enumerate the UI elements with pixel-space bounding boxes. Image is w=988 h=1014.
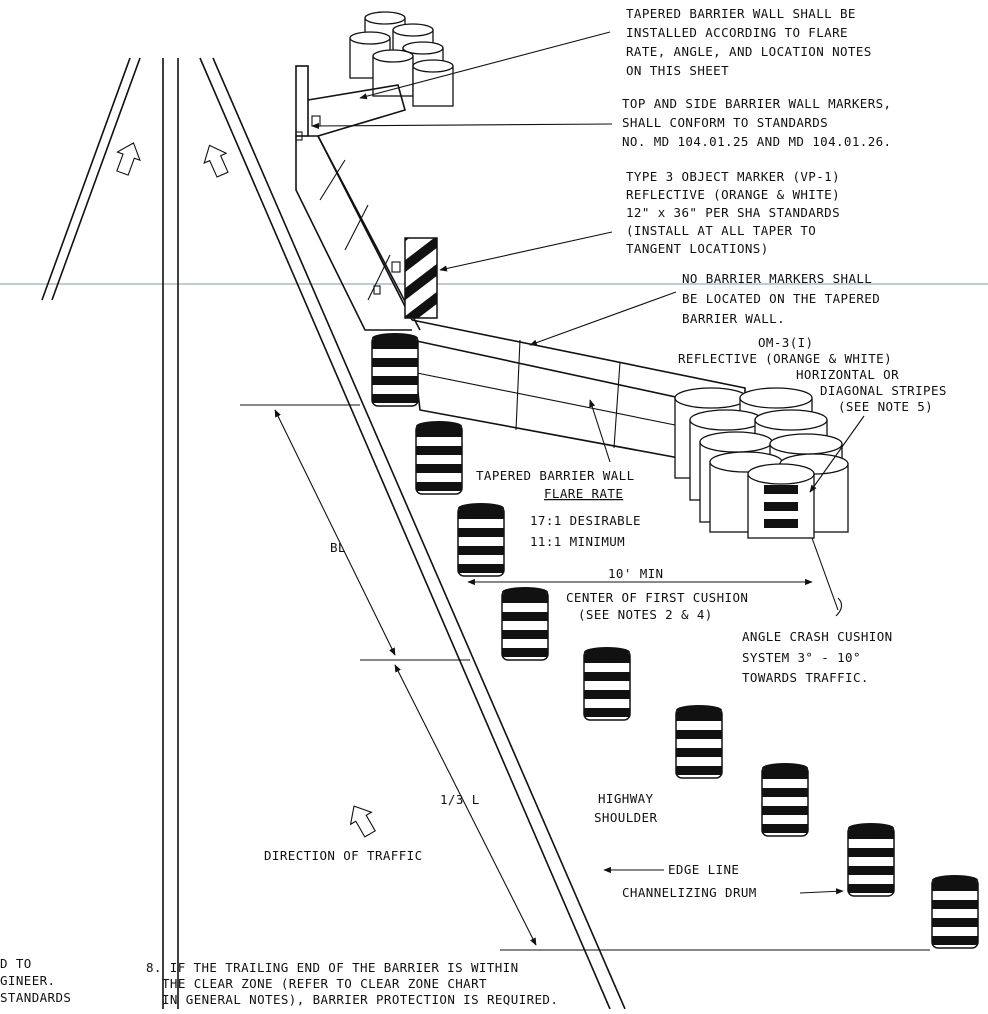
label-note-8: 8. IF THE TRAILING END OF THE BARRIER IS… [146,960,558,1007]
svg-text:SHOULDER: SHOULDER [594,810,657,825]
svg-text:REFLECTIVE (ORANGE & WHITE): REFLECTIVE (ORANGE & WHITE) [678,351,892,366]
svg-text:GINEER.: GINEER. [0,973,55,988]
angle-crash-cushion [674,387,849,539]
top-crash-cushion [349,11,454,107]
channelizing-drums [371,333,979,949]
channelizing-drum [675,705,723,779]
svg-text:ANGLE CRASH CUSHION: ANGLE CRASH CUSHION [742,629,893,644]
svg-text:NO BARRIER MARKERS SHALL: NO BARRIER MARKERS SHALL [682,271,872,286]
svg-text:REFLECTIVE (ORANGE & WHITE): REFLECTIVE (ORANGE & WHITE) [626,187,840,202]
channelizing-drum [583,647,631,721]
svg-text:12" x 36" PER SHA STANDARDS: 12" x 36" PER SHA STANDARDS [626,205,840,220]
svg-text:TANGENT LOCATIONS): TANGENT LOCATIONS) [626,241,769,256]
svg-text:(INSTALL AT ALL TAPER TO: (INSTALL AT ALL TAPER TO [626,223,816,238]
channelizing-drum [931,875,979,949]
channelizing-drum [457,503,505,577]
svg-text:OM-3(I): OM-3(I) [758,335,813,350]
svg-text:INSTALLED ACCORDING TO FLARE: INSTALLED ACCORDING TO FLARE [626,25,848,40]
label-markers-conform: TOP AND SIDE BARRIER WALL MARKERS, SHALL… [622,96,891,149]
channelizing-drum [501,587,549,661]
label-object-marker: TYPE 3 OBJECT MARKER (VP-1) REFLECTIVE (… [626,169,840,256]
svg-text:DIAGONAL STRIPES: DIAGONAL STRIPES [820,383,947,398]
channelizing-drum [371,333,419,407]
channelizing-drum [847,823,895,897]
svg-text:NO. MD 104.01.25 AND MD 104.01: NO. MD 104.01.25 AND MD 104.01.26. [622,134,891,149]
lane-arrow-up-icon [203,144,229,178]
svg-text:11:1 MINIMUM: 11:1 MINIMUM [530,534,625,549]
svg-text:TOP AND SIDE BARRIER WALL MARK: TOP AND SIDE BARRIER WALL MARKERS, [622,96,891,111]
svg-text:STANDARDS: STANDARDS [0,990,71,1005]
svg-text:HORIZONTAL OR: HORIZONTAL OR [796,367,899,382]
label-min-distance: 10' MIN [608,566,663,581]
svg-text:BE LOCATED ON THE TAPERED: BE LOCATED ON THE TAPERED [682,291,880,306]
svg-text:FLARE RATE: FLARE RATE [544,486,623,501]
svg-text:HIGHWAY: HIGHWAY [598,791,654,806]
label-om3: OM-3(I) REFLECTIVE (ORANGE & WHITE) HORI… [678,335,947,414]
label-angle-cushion: ANGLE CRASH CUSHION SYSTEM 3° - 10° TOWA… [742,629,893,685]
label-left-note: D TO GINEER. STANDARDS [0,956,71,1005]
svg-text:TYPE 3 OBJECT MARKER (VP-1): TYPE 3 OBJECT MARKER (VP-1) [626,169,840,184]
label-flare-rate: TAPERED BARRIER WALL FLARE RATE 17:1 DES… [476,468,641,549]
svg-text:RATE, ANGLE, AND LOCATION NOTE: RATE, ANGLE, AND LOCATION NOTES [626,44,872,59]
traffic-direction-arrow-icon [349,805,376,838]
svg-text:SYSTEM 3° - 10°: SYSTEM 3° - 10° [742,650,861,665]
label-bl: BL [330,540,346,555]
svg-text:(SEE NOTE 5): (SEE NOTE 5) [838,399,933,414]
leader-lines [240,31,930,951]
svg-text:(SEE NOTES 2 & 4): (SEE NOTES 2 & 4) [578,607,713,622]
label-no-markers: NO BARRIER MARKERS SHALL BE LOCATED ON T… [682,271,880,326]
svg-text:TAPERED BARRIER WALL: TAPERED BARRIER WALL [476,468,635,483]
svg-text:SHALL CONFORM TO STANDARDS: SHALL CONFORM TO STANDARDS [622,115,828,130]
label-direction-of-traffic: DIRECTION OF TRAFFIC [264,848,423,863]
svg-text:D TO: D TO [0,956,32,971]
svg-text:CENTER OF FIRST CUSHION: CENTER OF FIRST CUSHION [566,590,748,605]
object-marker-vp1 [404,237,438,319]
label-tapered-wall-install: TAPERED BARRIER WALL SHALL BE INSTALLED … [626,6,872,78]
tapered-barrier-wall [295,65,746,461]
label-center-cushion: CENTER OF FIRST CUSHION (SEE NOTES 2 & 4… [566,590,748,622]
svg-text:ON THIS SHEET: ON THIS SHEET [626,63,729,78]
lane-arrow-down-icon [116,142,141,176]
label-one-third-l: 1/3 L [440,792,480,807]
channelizing-drum [415,421,463,495]
label-highway-shoulder: HIGHWAY SHOULDER [594,791,657,825]
svg-text:17:1 DESIRABLE: 17:1 DESIRABLE [530,513,641,528]
svg-text:BARRIER WALL.: BARRIER WALL. [682,311,785,326]
svg-text:IN GENERAL NOTES), BARRIER PRO: IN GENERAL NOTES), BARRIER PROTECTION IS… [162,992,558,1007]
svg-text:TOWARDS TRAFFIC.: TOWARDS TRAFFIC. [742,670,869,685]
svg-text:TAPERED BARRIER WALL SHALL BE: TAPERED BARRIER WALL SHALL BE [626,6,856,21]
svg-text:THE CLEAR ZONE (REFER TO CLEAR: THE CLEAR ZONE (REFER TO CLEAR ZONE CHAR… [162,976,487,991]
svg-text:8. IF THE TRAILING END OF THE: 8. IF THE TRAILING END OF THE BARRIER IS… [146,960,519,975]
label-edge-line: EDGE LINE [668,862,739,877]
channelizing-drum [761,763,809,837]
label-channelizing-drum: CHANNELIZING DRUM [622,885,757,900]
roadway-lines [41,57,626,1010]
